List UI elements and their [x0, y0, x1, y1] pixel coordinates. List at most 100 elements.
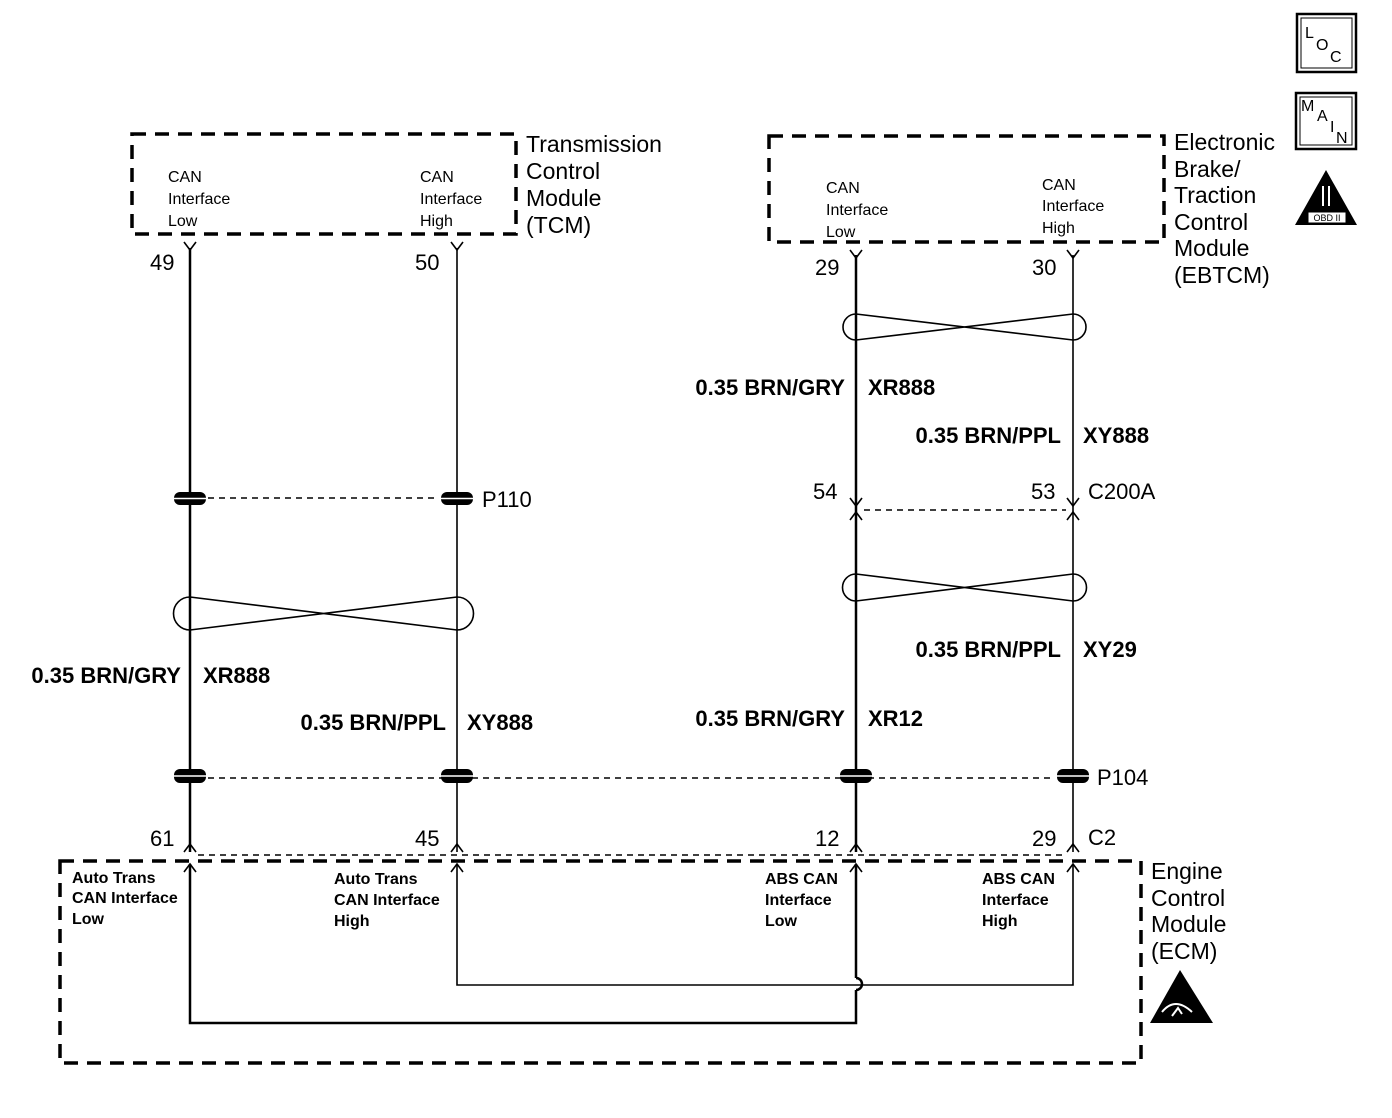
tcm-pin-50: 50	[415, 250, 439, 275]
svg-text:XR12: XR12	[868, 706, 923, 731]
svg-text:(ECM): (ECM)	[1151, 938, 1217, 964]
main-icon-i: I	[1330, 119, 1334, 136]
ebtcm-pin-29: 29	[815, 255, 839, 280]
svg-text:High: High	[982, 913, 1018, 930]
svg-text:Interface: Interface	[982, 892, 1049, 909]
svg-text:Low: Low	[168, 213, 198, 230]
svg-text:CAN: CAN	[168, 169, 202, 186]
obd-ii-icon: OBD II	[1295, 170, 1357, 225]
svg-text:0.35 BRN/GRY: 0.35 BRN/GRY	[695, 706, 845, 731]
svg-text:Interface: Interface	[168, 191, 230, 208]
svg-text:Auto Trans: Auto Trans	[334, 871, 418, 888]
svg-text:ABS CAN: ABS CAN	[982, 871, 1055, 888]
wire-label-ebtcm-low-upper: 0.35 BRN/GRY XR888	[695, 375, 935, 400]
ecm-label-at-low: Auto Trans CAN Interface Low	[72, 870, 178, 928]
tcm-high-label: CAN Interface High	[420, 169, 482, 230]
svg-text:Low: Low	[826, 224, 856, 241]
main-icon: M A I N	[1294, 91, 1358, 151]
ecm-pin-45: 45	[415, 826, 439, 851]
ecm-label-at-high: Auto Trans CAN Interface High	[334, 871, 440, 930]
svg-text:ABS CAN: ABS CAN	[765, 871, 838, 888]
loc-icon-l: L	[1305, 25, 1314, 42]
esd-icon	[1150, 970, 1213, 1023]
loc-icon-o: O	[1316, 37, 1328, 54]
svg-text:XY888: XY888	[1083, 423, 1149, 448]
wire-label-tcm-high: 0.35 BRN/PPL XY888	[301, 710, 534, 735]
svg-text:Module: Module	[1174, 235, 1249, 261]
p110-label: P110	[482, 487, 532, 512]
c200a-pin-54: 54	[813, 479, 837, 504]
ecm-pin-29: 29	[1032, 826, 1056, 851]
ecm-box	[58, 859, 1143, 1065]
tcm-low-label: CAN Interface Low	[168, 169, 230, 230]
svg-text:Interface: Interface	[1042, 198, 1104, 215]
ebtcm-low-label: CAN Interface Low	[826, 180, 888, 241]
c200a-pin-53: 53	[1031, 479, 1055, 504]
obd-ii-label: OBD II	[1313, 213, 1340, 223]
svg-text:Electronic: Electronic	[1174, 129, 1275, 155]
ecm-internal-wiring	[183, 862, 1080, 1025]
svg-text:CAN Interface: CAN Interface	[334, 892, 440, 909]
splice-p104: P104	[174, 765, 1148, 790]
twisted-pair-ebtcm-upper	[842, 313, 1087, 341]
svg-text:Control: Control	[1174, 209, 1248, 235]
wire-label-ebtcm-high-upper: 0.35 BRN/PPL XY888	[916, 423, 1150, 448]
svg-text:XR888: XR888	[203, 663, 270, 688]
twisted-pair-ebtcm-lower	[841, 573, 1088, 602]
tcm-pin-49: 49	[150, 250, 174, 275]
svg-text:CAN Interface: CAN Interface	[72, 890, 178, 907]
svg-text:CAN: CAN	[420, 169, 454, 186]
svg-text:Interface: Interface	[826, 202, 888, 219]
main-icon-n: N	[1336, 130, 1348, 147]
svg-text:0.35 BRN/PPL: 0.35 BRN/PPL	[301, 710, 447, 735]
svg-text:Low: Low	[765, 913, 798, 930]
svg-text:Brake/: Brake/	[1174, 156, 1241, 182]
splice-p110: P110	[174, 487, 532, 512]
ebtcm-box	[767, 134, 1166, 244]
svg-text:Engine: Engine	[1151, 858, 1223, 884]
ebtcm-pin-30: 30	[1032, 255, 1056, 280]
wire-label-ebtcm-low-lower: 0.35 BRN/GRY XR12	[695, 706, 923, 731]
tcm-title: Transmission Control Module (TCM)	[526, 131, 662, 238]
svg-text:Transmission: Transmission	[526, 131, 662, 157]
connector-c200a: 54 53 C200A	[813, 479, 1156, 521]
svg-text:(EBTCM): (EBTCM)	[1174, 262, 1270, 288]
ecm-pin-61: 61	[150, 826, 174, 851]
svg-text:CAN: CAN	[1042, 177, 1076, 194]
svg-text:High: High	[1042, 220, 1075, 237]
svg-text:Interface: Interface	[765, 892, 832, 909]
tcm-pin-marks	[183, 241, 464, 252]
tcm-box	[130, 132, 518, 236]
main-icon-a: A	[1317, 108, 1328, 125]
svg-text:Module: Module	[526, 185, 601, 211]
c2-label: C2	[1088, 825, 1116, 850]
ecm-label-abs-low: ABS CAN Interface Low	[765, 871, 838, 930]
svg-text:0.35 BRN/GRY: 0.35 BRN/GRY	[695, 375, 845, 400]
c200a-label: C200A	[1088, 479, 1156, 504]
svg-text:Auto Trans: Auto Trans	[72, 870, 156, 887]
ecm-title: Engine Control Module (ECM)	[1151, 858, 1226, 964]
svg-text:Module: Module	[1151, 911, 1226, 937]
svg-text:Control: Control	[1151, 885, 1225, 911]
svg-text:High: High	[334, 913, 370, 930]
svg-text:0.35 BRN/PPL: 0.35 BRN/PPL	[916, 637, 1062, 662]
p104-label: P104	[1097, 765, 1148, 790]
svg-text:Traction: Traction	[1174, 182, 1256, 208]
svg-text:XY29: XY29	[1083, 637, 1137, 662]
ebtcm-pin-marks	[849, 249, 1080, 260]
loc-icon-c: C	[1330, 49, 1342, 66]
svg-text:(TCM): (TCM)	[526, 212, 591, 238]
loc-icon: L O C	[1295, 12, 1358, 74]
svg-text:XR888: XR888	[868, 375, 935, 400]
wire-label-tcm-low: 0.35 BRN/GRY XR888	[31, 663, 270, 688]
connector-c2: 61 45 12 29 C2	[150, 825, 1116, 856]
twisted-pair-tcm	[172, 596, 475, 631]
ecm-pin-12: 12	[815, 826, 839, 851]
wire-label-ebtcm-high-lower: 0.35 BRN/PPL XY29	[916, 637, 1137, 662]
svg-text:Interface: Interface	[420, 191, 482, 208]
svg-text:0.35 BRN/GRY: 0.35 BRN/GRY	[31, 663, 181, 688]
svg-text:High: High	[420, 213, 453, 230]
ecm-label-abs-high: ABS CAN Interface High	[982, 871, 1055, 930]
